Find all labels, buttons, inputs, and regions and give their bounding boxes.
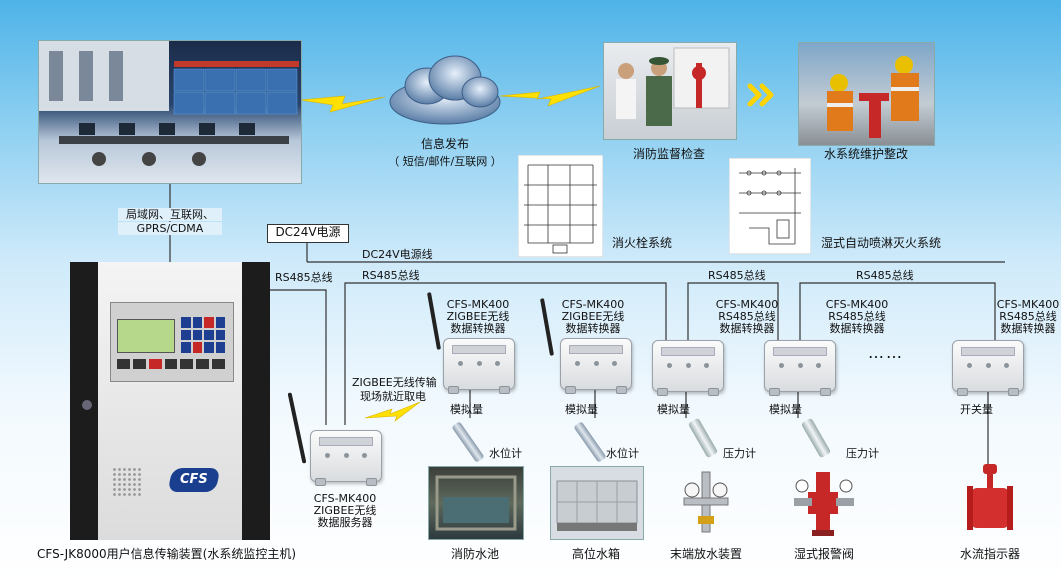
converter-5 (952, 340, 1024, 396)
server-label-3: 数据服务器 (317, 516, 373, 529)
converter-2-line2: ZIGBEE无线 (561, 310, 625, 323)
converter-3-line1: CFS-MK400 (715, 298, 779, 311)
zigbee-note-2: 现场就近取电 (360, 390, 426, 403)
host-lcd-screen (117, 319, 175, 353)
converter-3-analog: 模拟量 (657, 403, 690, 416)
sprinkler-system-drawing (729, 158, 811, 254)
end-drain-device-icon (683, 471, 729, 533)
server-label-2: ZIGBEE无线 (313, 504, 377, 517)
converter-2-analog: 模拟量 (565, 403, 598, 416)
key-lock-icon[interactable] (82, 400, 92, 410)
host-keypad (181, 317, 225, 353)
dc-power-line-label: DC24V电源线 (362, 248, 433, 261)
high-tank-label: 高位水箱 (571, 547, 620, 561)
converter-4-line1: CFS-MK400 (825, 298, 889, 311)
dc-power-box (267, 224, 349, 243)
rs485-label-3: RS485总线 (708, 269, 766, 282)
end-drain-label: 末端放水装置 (669, 547, 742, 561)
converter-1-analog: 模拟量 (450, 403, 483, 416)
host-control-panel (110, 302, 234, 382)
converter-4-analog: 模拟量 (769, 403, 802, 416)
hydrant-system-label: 消火栓系统 (612, 236, 673, 250)
zigbee-note-1: ZIGBEE无线传输 (352, 376, 437, 389)
host-indicator-row (117, 359, 226, 369)
zigbee-data-server (310, 430, 382, 486)
level-meter-2-label: 水位计 (606, 447, 639, 460)
converter-5-line2: RS485总线 (999, 310, 1057, 323)
main-host-label: CFS-JK8000用户信息传输装置(水系统监控主机) (37, 547, 296, 561)
converter-2 (560, 338, 632, 394)
pressure-meter-2-label: 压力计 (846, 447, 879, 460)
converter-5-line1: CFS-MK400 (996, 298, 1060, 311)
water-maintenance-label: 水系统维护整改 (823, 147, 908, 161)
converter-ellipsis: …… (868, 343, 904, 362)
high-tank-photo (550, 466, 644, 540)
flow-indicator-label: 水流指示器 (959, 547, 1020, 561)
fire-pool-photo (428, 466, 524, 540)
fire-inspection-photo (603, 42, 737, 140)
converter-3 (652, 340, 724, 396)
rs485-label-4: RS485总线 (856, 269, 914, 282)
dc-power-label: DC24V电源 (275, 225, 341, 239)
converter-1-line2: ZIGBEE无线 (446, 310, 510, 323)
speaker-grille-icon (112, 467, 142, 497)
fire-pool-label: 消防水池 (450, 547, 499, 561)
cfs-logo-text: CFS (180, 472, 208, 487)
converter-3-line3: 数据转换器 (719, 322, 775, 335)
flow-indicator-icon (967, 464, 1013, 530)
converter-5-line3: 数据转换器 (1000, 322, 1056, 335)
converter-1-line1: CFS-MK400 (446, 298, 510, 311)
sprinkler-system-label: 湿式自动喷淋灭火系统 (821, 236, 942, 250)
hydrant-system-drawing (518, 155, 603, 257)
network-label-line1: 局域网、互联网、 (118, 208, 222, 221)
network-label-line2: GPRS/CDMA (118, 222, 222, 235)
wet-alarm-valve-icon (794, 472, 854, 536)
server-label-1: CFS-MK400 (313, 492, 377, 505)
converter-2-line3: 数据转换器 (565, 322, 621, 335)
level-meter-1-label: 水位计 (489, 447, 522, 460)
converter-4-line2: RS485总线 (828, 310, 886, 323)
rs485-label-1: RS485总线 (275, 271, 333, 284)
converter-2-line1: CFS-MK400 (561, 298, 625, 311)
fire-inspection-label: 消防监督检查 (632, 147, 705, 161)
wet-alarm-valve-label: 湿式报警阀 (793, 547, 854, 561)
converter-3-line2: RS485总线 (718, 310, 776, 323)
converter-1-line3: 数据转换器 (450, 322, 506, 335)
converter-5-switch: 开关量 (960, 403, 993, 416)
water-maintenance-photo (798, 42, 935, 146)
main-host-cabinet: CFS (70, 262, 270, 540)
info-release-label: 信息发布 (420, 137, 469, 151)
converter-4-line3: 数据转换器 (829, 322, 885, 335)
cloud-icon (389, 55, 501, 125)
info-release-sub: （ 短信/邮件/互联网 ） (388, 155, 502, 168)
converter-4 (764, 340, 836, 396)
rs485-label-2: RS485总线 (362, 269, 420, 282)
pressure-meter-1-label: 压力计 (723, 447, 756, 460)
control-room-photo (38, 40, 302, 184)
converter-1 (443, 338, 515, 394)
